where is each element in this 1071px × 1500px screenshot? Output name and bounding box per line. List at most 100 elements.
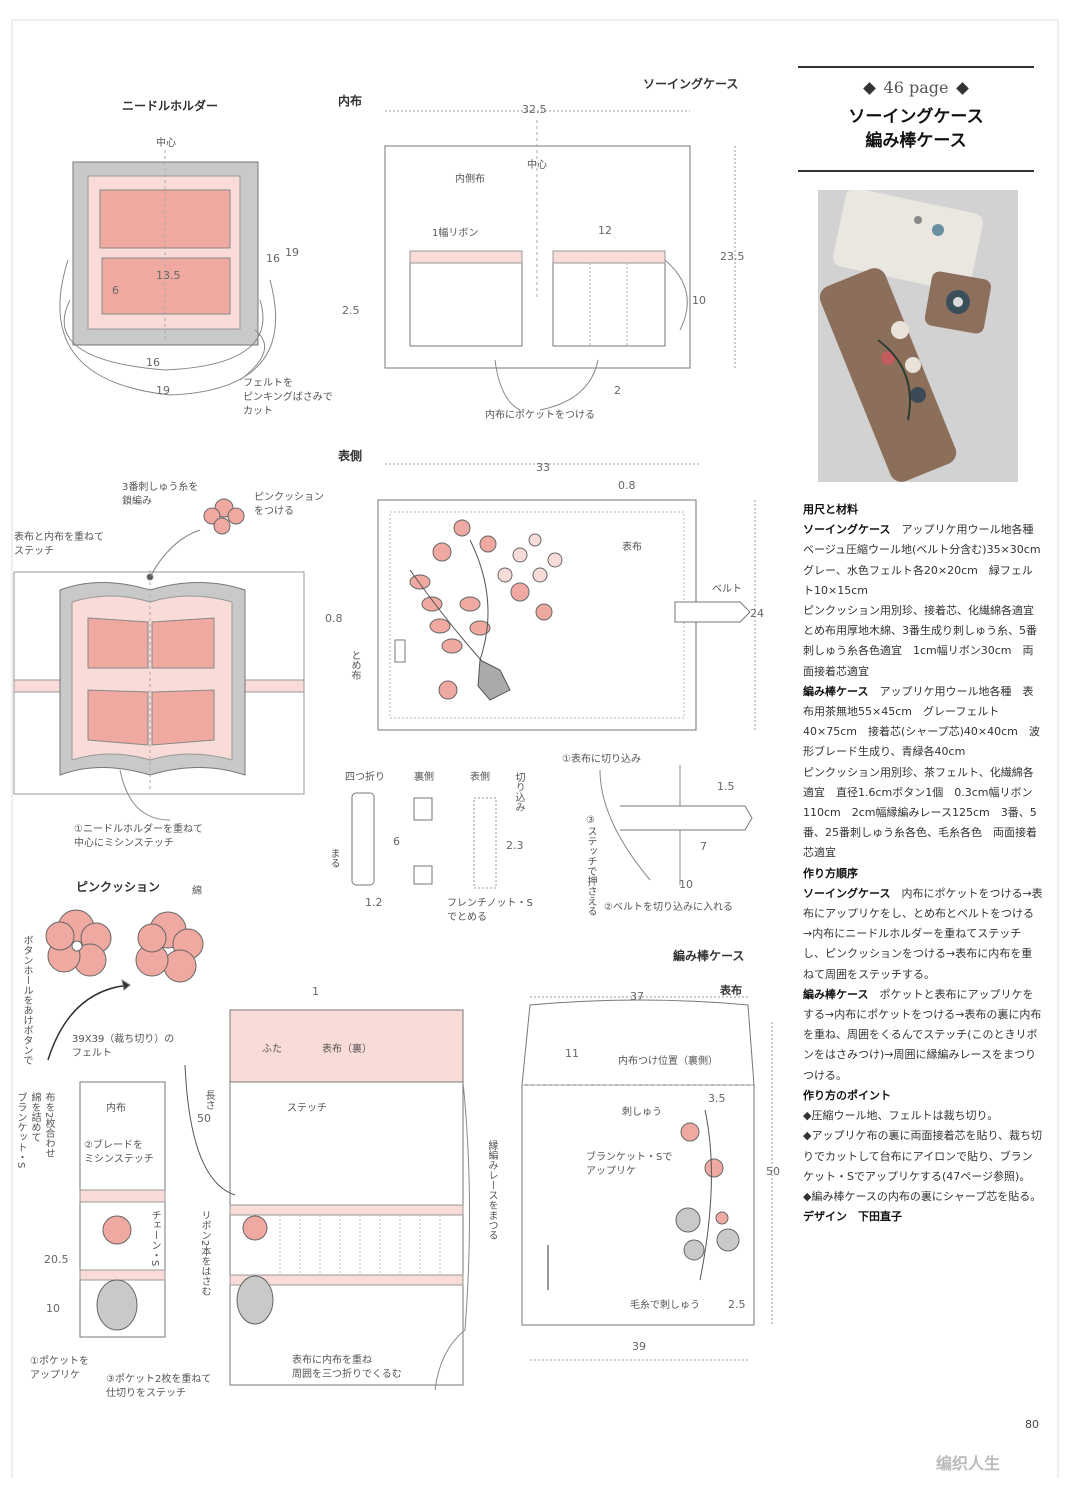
outer-dim-0-8-top: 0.8 [618,479,636,492]
point-1: ◆圧縮ウール地、フェルトは裁ち切り。 [803,1109,999,1123]
procedure-heading: 作り方順序 [803,866,858,880]
nh-dim-19-side: 19 [285,246,299,259]
materials-heading: 用尺と材料 [803,503,858,516]
kc-dim-3-5: 3.5 [708,1092,726,1105]
kc-dim-11: 11 [565,1047,579,1060]
nh-dim-16-bottom: 16 [146,356,160,369]
section-sewing-case: ソーイングケース [643,77,739,91]
belt-fold: 四つ折り [345,772,385,783]
outer-width: 33 [536,461,550,474]
kc-shishu: 刺しゅう [622,1107,662,1118]
inner-dim-2: 2 [614,384,621,397]
pc-fold-1: 布を2枚合わせ [43,1092,54,1159]
outer-belt: ベルト [712,584,742,595]
watermark-text: 编织人生 [936,1454,1001,1473]
kc-bottom-1: 表布に内布を重ね [292,1355,372,1366]
pc-braid-1: ②ブレードを [84,1140,143,1151]
kc-back-label: 表布（裏） [322,1044,372,1055]
belt-step3: ③ステッチで押さえる [585,815,596,916]
kc-width-top: 37 [630,990,644,1003]
belt-dim-2-3: 2.3 [506,839,524,852]
procedure-knit-title: 編み棒ケース [803,987,869,1001]
outer-needle-2: 中心にミシンステッチ [74,838,174,849]
outer-needle-1: ①ニードルホルダーを重ねて [74,824,203,835]
point-3: ◆編み棒ケースの内布の裏にシャープ芯を貼る。 [803,1189,1042,1203]
kc-lace: 縁編みレースをまつる [486,1140,497,1240]
belt-step2: ②ベルトを切り込みに入れる [604,902,733,913]
section-pincushion: ピンクッション [76,880,161,894]
diamond-icon [956,82,970,95]
kc-width-bottom: 39 [632,1340,646,1353]
kc-stitch: ステッチ [287,1103,327,1114]
inner-label: 内側布 [455,174,485,185]
section-outer-cloth: 表布 [720,984,742,997]
outer-pin-2: をつける [254,506,294,517]
pincushion-diagram [45,909,204,1338]
belt-dim-1-5: 1.5 [717,780,735,793]
kc-blanket-2: アップリケ [586,1166,636,1177]
kc-wool: 毛糸で刺しゅう [630,1300,700,1311]
materials-knit-text: アップリケ用ウール地各種 表布用茶無地55×45cm グレーフェルト40×75c… [803,684,1040,759]
pc-fold-3: ブランケット・S [15,1092,26,1169]
nh-dim-16-side: 16 [266,252,280,265]
belt-step1: ①表布に切り込み [562,754,641,765]
kc-dim-1: 1 [312,985,319,998]
title-line-1: ソーイングケース [848,107,984,127]
pc-felt-2: フェルト [72,1048,112,1059]
point-2: ◆アップリケ布の裏に両面接着芯を貼り、裁ち切りでカットして台布にアイロンで貼り、… [803,1129,1043,1183]
pc-felt-1: 39X39（裁ち切り）の [72,1034,175,1045]
pc-wata: 綿 [192,886,202,897]
kc-length-1: 長さ [203,1090,214,1110]
points-heading: 作り方のポイント [803,1088,891,1102]
outer-embroidery-1: 3番刺しゅう糸を [122,482,199,493]
nh-dim-19-bottom: 19 [156,384,170,397]
outer-pin-1: ピンクッション [254,492,324,503]
needle-holder-diagram [59,150,277,396]
materials-section: 用尺と材料 ソーイングケース アップリケ用ウール地各種 ベージュ圧縮ウール地(ベ… [803,500,1052,1227]
kc-ribbon: リボン2本をはさむ [199,1210,210,1297]
design-label: デザイン [803,1210,847,1224]
pc-pocket2-2: 仕切りをステッチ [106,1388,186,1399]
belt-french-1: フレンチノット・S [447,898,533,909]
product-photo-illustration [818,190,1018,482]
belt-dim-10: 10 [679,878,693,891]
outer-label: 表布 [622,542,642,553]
outer-side-diagram [13,463,756,821]
outer-tome: とめ布 [349,650,360,680]
kc-dim-2-5: 2.5 [728,1298,746,1311]
inner-dim-2-5: 2.5 [342,304,360,317]
section-outer-side: 表側 [338,449,363,463]
outer-dim-0-8-side: 0.8 [325,612,343,625]
outer-embroidery-2: 鎖編み [122,496,152,507]
inner-width: 32.5 [522,103,547,116]
nh-center: 中心 [156,138,176,149]
belt-detail-diagram [351,765,753,889]
diamond-icon [862,82,876,95]
materials-sewing-title: ソーイングケース [803,523,891,537]
pc-braid-2: ミシンステッチ [84,1154,154,1165]
pc-chain: チェーン・S [149,1210,160,1267]
kc-height: 50 [766,1165,780,1178]
page-number: 80 [1025,1418,1039,1431]
nh-felt-note-1: フェルトを [243,378,293,389]
inner-height: 23.5 [720,250,745,263]
pc-pocket-1: ①ポケットを [30,1356,89,1367]
nh-felt-note-2: ピンキングばさみで [243,392,333,403]
outer-stitch-2: ステッチ [14,546,54,557]
knit-case-front-diagram [521,996,773,1361]
designer-name: 下田直子 [858,1210,902,1224]
belt-back: 裏側 [414,772,434,783]
knit-case-back-diagram [184,1009,471,1391]
belt-french-2: でとめる [447,912,487,923]
kc-bottom-2: 周囲を三つ折りでくるむ [292,1369,402,1380]
outer-stitch-1: 表布と内布を重ねて [14,532,104,543]
inner-ribbon: 1幅リボン [432,228,479,239]
nh-felt-note-3: カット [243,406,273,417]
materials-sewing-text: アップリケ用ウール地各種 ベージュ圧縮ウール地(ベルト分含む)35×30cm グ… [803,523,1052,597]
belt-dim-7: 7 [700,840,707,853]
nh-dim-6: 6 [112,284,119,297]
title-line-2: 編み棒ケース [865,131,967,151]
materials-knit-text2: ピンクッション用別珍、茶フェルト、化繊綿各適宜 直径1.6cmボタン1個 0.3… [803,765,1037,860]
inner-pocket-note: 内布にポケットをつける [485,410,595,421]
materials-sewing-text2: ピンクッション用別珍、接着芯、化繊綿各適宜 とめ布用厚地木綿、3番生成り刺しゅう… [803,604,1045,678]
